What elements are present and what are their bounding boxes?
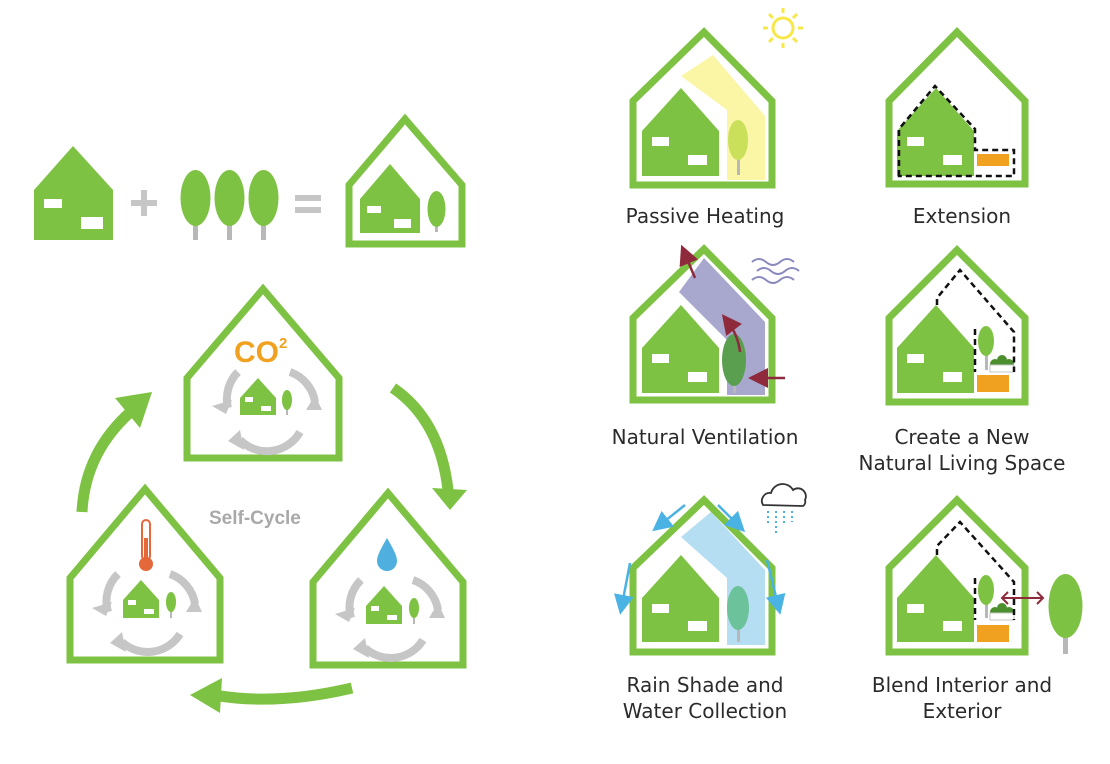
cycle-house-left xyxy=(66,483,224,664)
caption-passive-heating: Passive Heating xyxy=(625,204,785,228)
planter-icon xyxy=(989,355,1015,373)
sun-icon xyxy=(763,8,803,48)
equation-row xyxy=(34,113,466,248)
caption-natural-ventilation: Natural Ventilation xyxy=(611,425,799,449)
strategy-new-living-space xyxy=(885,245,1029,406)
caption-extension: Extension xyxy=(912,204,1012,228)
rain-cloud-icon xyxy=(760,483,807,534)
plus-icon xyxy=(131,190,157,216)
dashed-extension-icon xyxy=(897,84,1016,178)
thermometer-icon xyxy=(139,519,153,571)
strategy-passive-heating xyxy=(629,8,803,189)
double-arrow-icon xyxy=(1000,591,1045,605)
caption-new-living-space: Create a New Natural Living Space xyxy=(858,425,1066,475)
strategy-blend-interior xyxy=(885,495,1083,656)
cycle-house-right xyxy=(309,487,467,669)
self-cycle-label: Self-Cycle xyxy=(209,508,301,529)
trees-icon xyxy=(180,170,279,240)
self-cycle xyxy=(66,283,467,713)
equals-icon xyxy=(295,195,321,213)
strategy-extension xyxy=(885,27,1029,188)
house-icon xyxy=(34,146,113,240)
cycle-house-top xyxy=(183,283,343,462)
caption-blend-interior: Blend Interior and Exterior xyxy=(871,673,1053,723)
co2-label: CO2 xyxy=(234,335,288,369)
wind-icon xyxy=(751,258,800,284)
caption-rain-shade: Rain Shade and Water Collection xyxy=(622,673,788,723)
strategy-natural-ventilation xyxy=(629,244,800,404)
strategy-rain-shade xyxy=(614,483,807,656)
cycle-big-arrows xyxy=(76,383,467,713)
green-house-result-icon xyxy=(345,113,466,248)
water-drop-icon xyxy=(377,538,397,571)
